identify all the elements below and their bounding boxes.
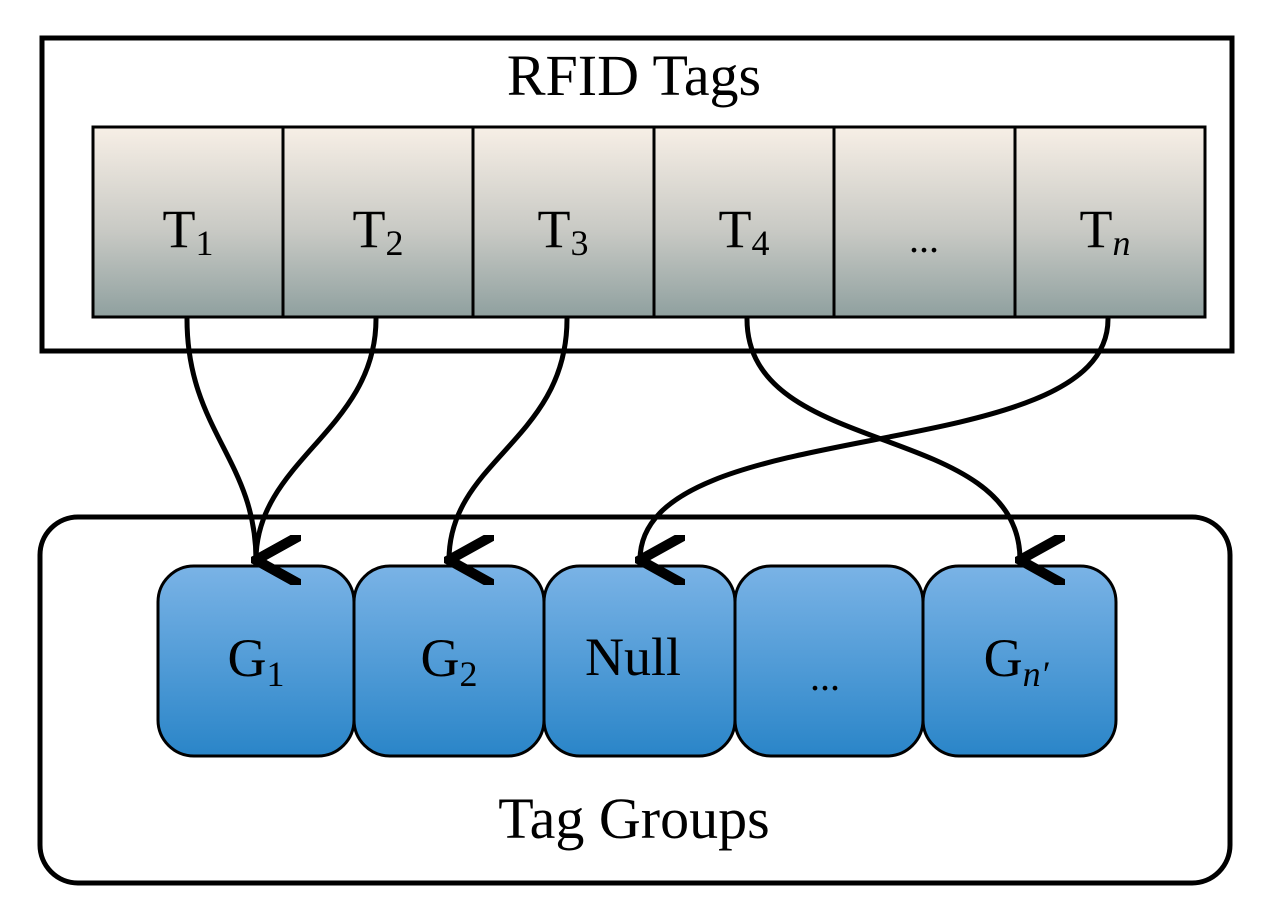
tag-cell-t2[interactable]: T2 (281, 125, 475, 319)
group-null-label: Null (585, 627, 681, 687)
tag-cell-t3[interactable]: T3 (471, 125, 656, 319)
tag-tn-sub: n (1113, 223, 1131, 263)
tag-ellipsis-label: ... (909, 216, 939, 261)
group-gn-sub: n′ (1023, 654, 1050, 694)
tag-groups-title: Tag Groups (498, 786, 769, 851)
svg-text:G2: G2 (421, 628, 478, 694)
arrow-t1-to-g1 (184, 316, 256, 560)
mapping-arrows (184, 316, 1111, 560)
svg-text:G1: G1 (228, 628, 285, 694)
tag-cell-t1[interactable]: T1 (91, 125, 285, 319)
group-row: G1 G2 Null ... Gn′ (156, 564, 1118, 758)
tag-t1-sub: 1 (196, 223, 214, 263)
group-g2-sub: 2 (460, 654, 478, 694)
group-cell-ellipsis: ... (733, 564, 925, 758)
tag-t4-base: T (719, 199, 752, 259)
tag-t1-base: T (163, 199, 196, 259)
group-ellipsis-label: ... (810, 654, 840, 699)
tag-t4-sub: 4 (752, 223, 770, 263)
tag-tn-base: T (1080, 199, 1113, 259)
tag-t2-sub: 2 (386, 223, 404, 263)
group-cell-g2[interactable]: G2 (352, 564, 546, 758)
group-cell-gn-prime[interactable]: Gn′ (921, 564, 1118, 758)
group-g1-base: G (228, 628, 267, 688)
svg-text:T2: T2 (353, 199, 404, 263)
tag-t2-base: T (353, 199, 386, 259)
svg-text:T4: T4 (719, 199, 770, 263)
rfid-tags-title: RFID Tags (507, 43, 761, 108)
tag-cell-t4[interactable]: T4 (652, 125, 836, 319)
tag-cell-ellipsis: ... (832, 125, 1017, 319)
arrow-t3-to-g2 (449, 316, 570, 560)
group-g2-base: G (421, 628, 460, 688)
arrow-t2-to-g1 (256, 316, 379, 560)
svg-text:Tn: Tn (1080, 199, 1131, 263)
group-cell-g1[interactable]: G1 (156, 564, 356, 758)
tag-cell-tn[interactable]: Tn (1013, 125, 1207, 319)
tag-t3-base: T (538, 199, 571, 259)
tag-row: T1 T2 T3 T4 ... Tn (91, 125, 1207, 319)
tag-t3-sub: 3 (571, 223, 589, 263)
group-cell-null[interactable]: Null (542, 564, 737, 758)
svg-text:Gn′: Gn′ (984, 628, 1050, 694)
svg-text:T1: T1 (163, 199, 214, 263)
arrow-tn-to-null (640, 316, 1111, 560)
group-g1-sub: 1 (267, 654, 285, 694)
svg-text:T3: T3 (538, 199, 589, 263)
group-gn-base: G (984, 628, 1023, 688)
